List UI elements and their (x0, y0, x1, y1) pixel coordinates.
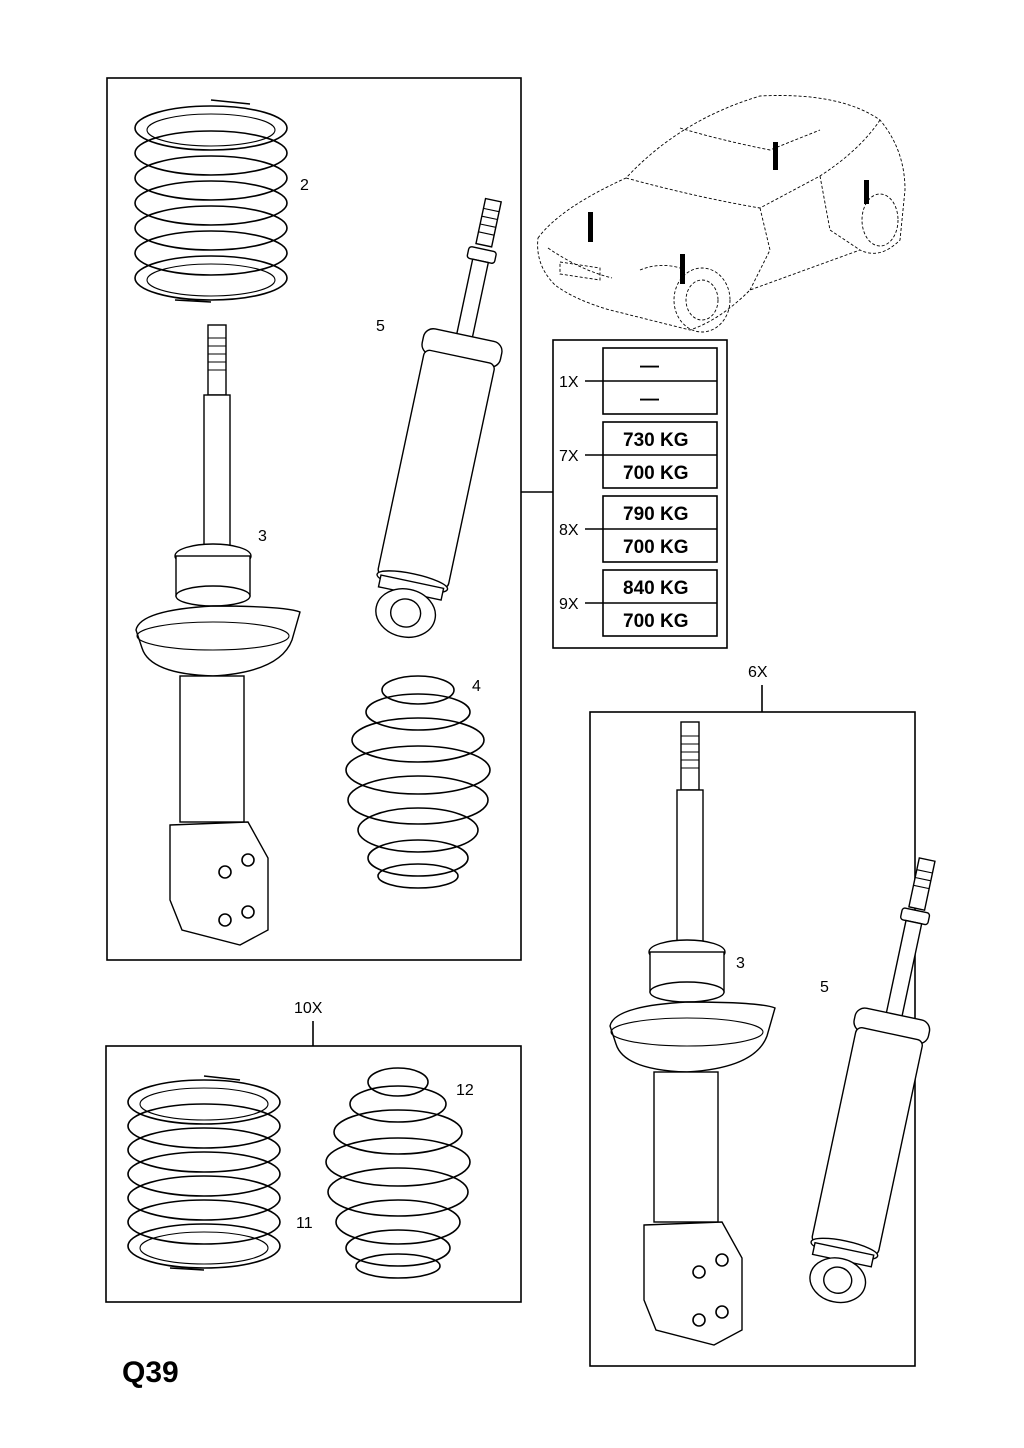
variant-9x: 840 KG 700 KG 9X (559, 569, 718, 637)
callout-12: 12 (456, 1082, 474, 1099)
shock-absorber-5-kit (809, 857, 936, 1304)
variant-7x: 730 KG 700 KG 7X (559, 421, 718, 489)
callout-5: 5 (376, 318, 385, 335)
callout-4: 4 (472, 678, 481, 695)
marker-rear-right (864, 180, 869, 204)
shock-absorber-5 (375, 197, 503, 639)
callout-2: 2 (300, 177, 309, 194)
diagram-code: Q39 (122, 1356, 179, 1389)
marker-front-left (588, 212, 593, 242)
callout-3: 3 (258, 528, 267, 545)
variant-8x: 790 KG 700 KG 8X (559, 495, 718, 563)
variant-1x-label: 1X (559, 374, 579, 391)
callout-5-kit: 5 (820, 979, 829, 996)
coil-spring-4 (345, 675, 491, 889)
kit-10x-label: 10X (294, 1000, 323, 1017)
variant-8x-top: 790 KG (623, 504, 688, 525)
main-parts-frame (106, 77, 522, 961)
coil-spring-12 (325, 1067, 471, 1279)
variant-9x-label: 9X (559, 596, 579, 613)
strut-3 (135, 324, 301, 946)
variant-7x-bottom: 700 KG (623, 463, 688, 484)
marker-rear-left (773, 142, 778, 170)
coil-spring-11 (127, 1075, 281, 1271)
kit-6x-label: 6X (748, 664, 768, 681)
variant-7x-label: 7X (559, 448, 579, 465)
marker-front-right (680, 254, 685, 284)
variant-1x-top: — (640, 356, 659, 377)
kit-10x-frame (105, 1045, 522, 1303)
variant-8x-bottom: 700 KG (623, 537, 688, 558)
callout-11: 11 (296, 1215, 313, 1232)
car-illustration (537, 95, 906, 333)
variant-frame (552, 339, 728, 649)
variant-1x-bottom: — (640, 389, 659, 410)
variant-1x: — — 1X (559, 347, 718, 415)
variant-7x-top: 730 KG (623, 430, 688, 451)
variant-9x-top: 840 KG (623, 578, 688, 599)
variant-9x-bottom: 700 KG (623, 611, 688, 632)
coil-spring-2 (134, 99, 288, 303)
variant-8x-label: 8X (559, 522, 579, 539)
callout-3-kit: 3 (736, 955, 745, 972)
strut-3-kit (609, 721, 776, 1346)
